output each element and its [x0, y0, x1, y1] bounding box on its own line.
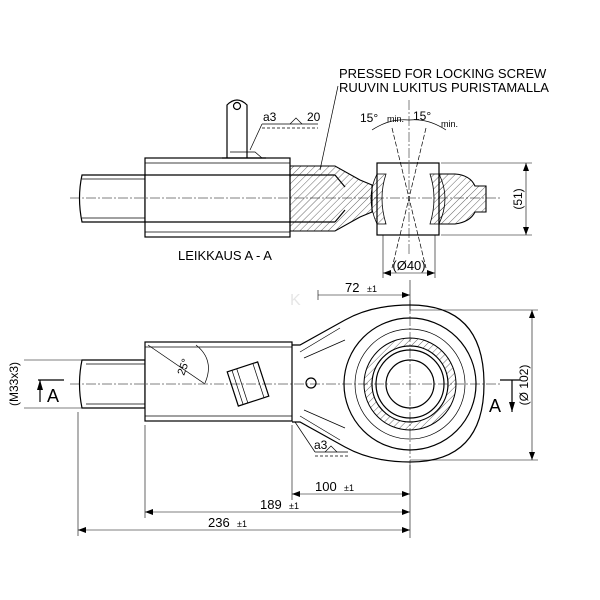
threaded-shaft: [78, 359, 146, 409]
section-view-a-a: [70, 99, 500, 269]
dim-102-label: (Ø 102): [517, 365, 531, 406]
dimension-diameter-40: (Ø40): [382, 235, 436, 278]
angle-left-min: min.: [387, 114, 404, 124]
threaded-shaft-section: [78, 174, 146, 223]
dim-236-label: 236: [208, 515, 230, 530]
dimension-236: 236 ±1: [77, 412, 410, 536]
grease-nipple: [305, 377, 317, 389]
dim-72-tol: ±1: [367, 284, 377, 294]
dim-189-tol: ±1: [289, 501, 299, 511]
section-mark-left-label: A: [47, 386, 59, 406]
weld-top-size: a3: [263, 110, 277, 124]
thread-label: (M33x3): [7, 362, 21, 406]
dimension-diameter-102: (Ø 102): [410, 309, 538, 461]
dimension-189: 189 ±1: [144, 425, 410, 518]
dim-72-label: 72: [345, 280, 359, 295]
tube-body: [144, 157, 291, 238]
dimension-100: 100 ±1: [291, 425, 411, 538]
section-label: LEIKKAUS A - A: [178, 248, 272, 263]
section-mark-right: A: [489, 379, 520, 416]
weld-tab: [226, 99, 248, 158]
side-view: 25°: [70, 300, 500, 470]
note-line-1: PRESSED FOR LOCKING SCREW: [339, 66, 547, 81]
dimension-51: (51): [441, 162, 532, 236]
angle-right-min: min.: [441, 119, 458, 129]
faint-logo-mark: K: [290, 292, 301, 309]
dim-100-tol: ±1: [344, 483, 354, 493]
section-mark-right-label: A: [489, 396, 501, 416]
dim-236-tol: ±1: [237, 519, 247, 529]
angle-right: 15°: [413, 109, 431, 123]
dim-189-label: 189: [260, 497, 282, 512]
tube-body-side: [144, 341, 293, 422]
eye-neck-section: [289, 165, 373, 232]
weld-symbol-bottom: a3: [294, 421, 348, 457]
weld-symbol-top: a3 20: [249, 110, 321, 151]
dim-51-label: (51): [511, 188, 525, 209]
section-mark-left: A: [37, 379, 64, 406]
dim-100-label: 100: [315, 479, 337, 494]
note-line-2: RUUVIN LUKITUS PURISTAMALLA: [339, 80, 549, 95]
angle-25: 25°: [176, 357, 193, 377]
dim-40-label: (Ø40): [392, 258, 425, 273]
weld-top-length: 20: [307, 110, 321, 124]
dimension-72: 72 ±1: [317, 280, 411, 312]
note-leader: [319, 85, 339, 171]
angle-left: 15°: [360, 111, 378, 125]
weld-bottom-size: a3: [314, 438, 328, 452]
